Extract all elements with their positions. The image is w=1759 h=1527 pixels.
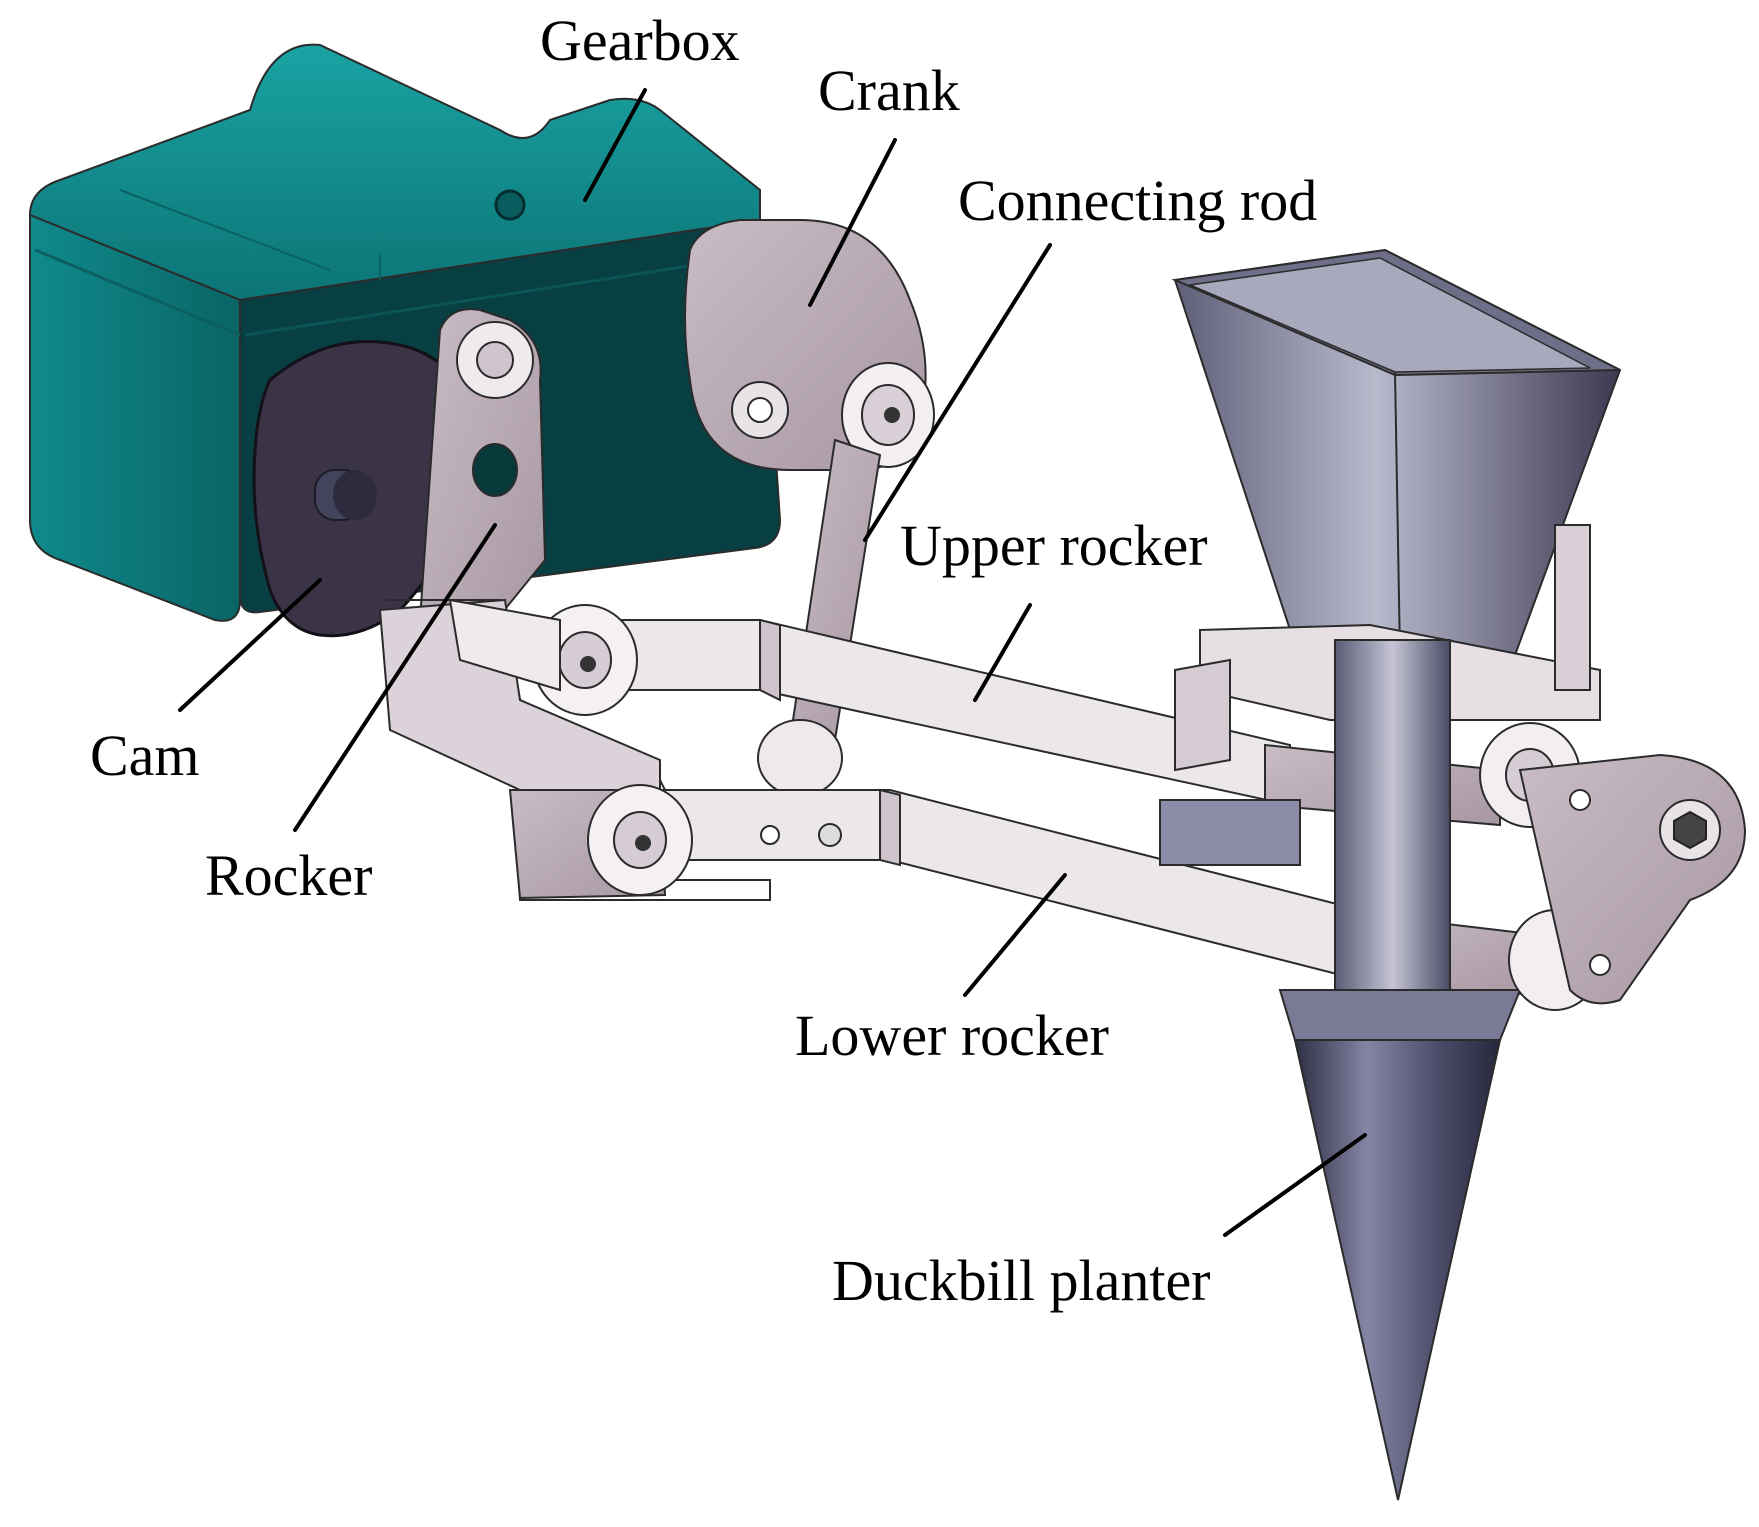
hopper-part (1171, 248, 1622, 662)
leader-lower-rocker (963, 873, 1067, 997)
label-rocker: Rocker (205, 843, 373, 908)
leader-rocker (293, 523, 497, 832)
label-connecting-rod: Connecting rod (958, 168, 1317, 233)
label-crank: Crank (818, 58, 960, 123)
right-link-plate-part (1479, 722, 1747, 1011)
leader-cam (178, 578, 322, 712)
label-upper-rocker: Upper rocker (900, 513, 1208, 578)
leader-connecting-rod (863, 243, 1052, 542)
leader-duckbill-planter (1223, 1133, 1367, 1237)
leader-gearbox (583, 88, 647, 202)
label-gearbox: Gearbox (540, 8, 740, 73)
crank-part (684, 219, 935, 471)
rocker-part (418, 308, 547, 642)
label-lower-rocker: Lower rocker (795, 1003, 1109, 1068)
label-cam: Cam (90, 723, 200, 788)
label-duckbill-planter: Duckbill planter (832, 1248, 1211, 1313)
leader-upper-rocker (973, 603, 1032, 702)
duckbill-planter-part (1278, 639, 1522, 1501)
leader-crank (808, 138, 897, 307)
